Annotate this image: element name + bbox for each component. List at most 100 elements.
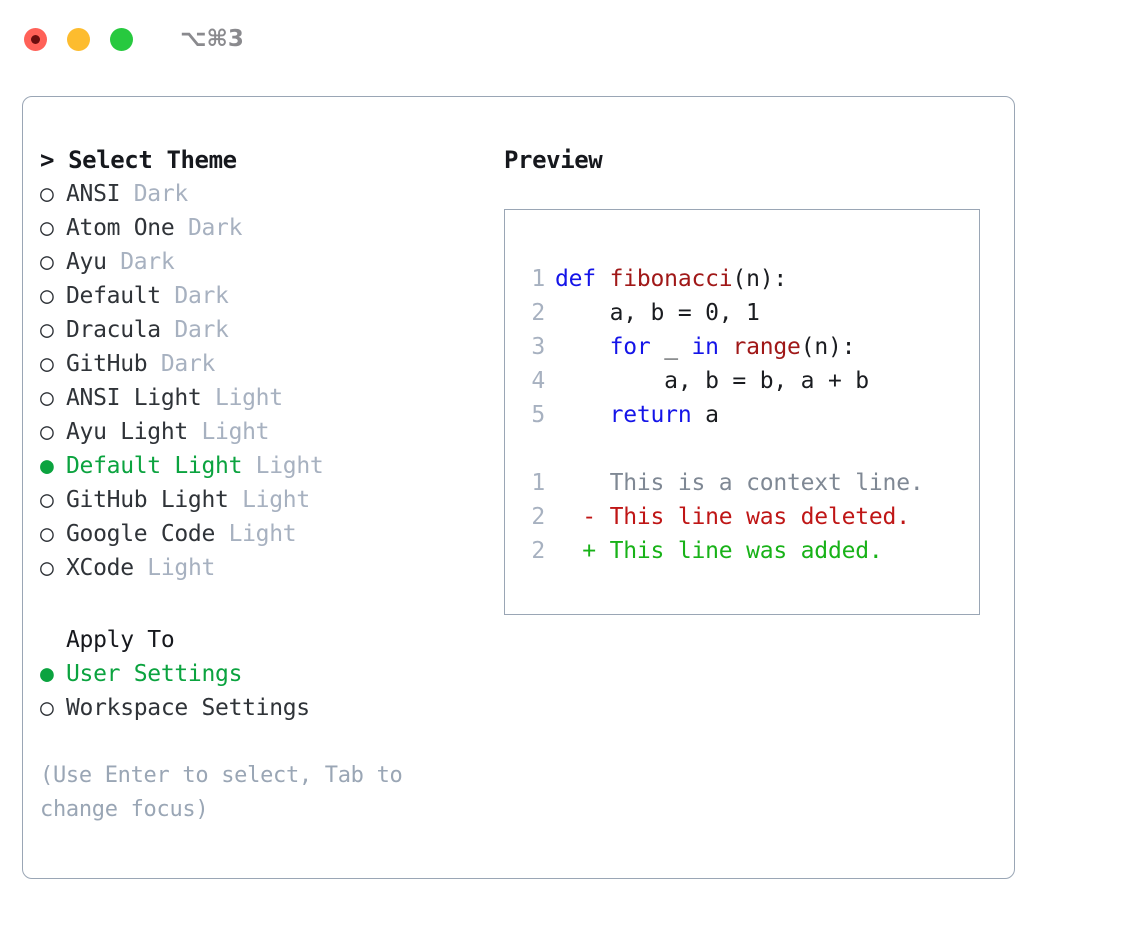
theme-option-atom-one[interactable]: ○ Atom One Dark — [40, 211, 493, 245]
theme-option-kind: Dark — [174, 215, 243, 241]
theme-option-label: Default — [66, 283, 161, 309]
theme-option-label: GitHub Light — [66, 487, 229, 513]
code-token: range — [732, 334, 801, 360]
recording-indicator-icon — [31, 34, 40, 44]
line-number: 2 — [531, 538, 545, 564]
spacer — [40, 585, 493, 623]
theme-option-kind: Light — [215, 521, 297, 547]
code-token: (n): — [732, 266, 788, 292]
theme-option-dracula[interactable]: ○ Dracula Dark — [40, 313, 493, 347]
radio-unselected-icon: ○ — [40, 283, 54, 309]
apply-to-heading: Apply To — [66, 627, 175, 653]
code-line: 5 return a — [519, 398, 979, 432]
apply-to-option-label: User Settings — [66, 661, 243, 687]
theme-option-kind: Dark — [160, 283, 229, 309]
keyboard-hint-text: (Use Enter to select, Tab to change focu… — [40, 763, 403, 822]
apply-to-option-workspace-settings[interactable]: ○Workspace Settings — [40, 691, 493, 725]
line-number: 5 — [531, 402, 545, 428]
theme-option-kind: Light — [187, 419, 270, 445]
theme-option-label: ANSI — [66, 181, 121, 207]
theme-option-list: ○ ANSI Dark ○ Atom One Dark ○ Ayu Dark ○ Defaul… — [40, 177, 493, 585]
code-token: (n): — [800, 334, 856, 360]
theme-option-ansi[interactable]: ○ANSI Dark — [40, 177, 493, 211]
theme-option-github-light[interactable]: ○ GitHub Light Light — [40, 483, 493, 517]
apply-to-option-user-settings[interactable]: ● User Settings — [40, 657, 493, 691]
radio-unselected-icon: ○ — [40, 249, 54, 275]
title-bar: ⌥⌘3 — [0, 0, 1140, 78]
line-number: 1 — [531, 266, 545, 292]
radio-selected-icon: ● — [40, 661, 54, 687]
theme-option-label: GitHub — [66, 351, 148, 377]
theme-option-label: Ayu — [66, 249, 107, 275]
code-token: _ — [650, 334, 692, 360]
theme-option-label: Dracula — [66, 317, 161, 343]
maximize-button[interactable] — [110, 27, 133, 51]
radio-unselected-icon: ○ — [40, 317, 54, 343]
theme-option-label: Ayu Light — [66, 419, 188, 445]
theme-option-ayu-light[interactable]: ○ Ayu Light Light — [40, 415, 493, 449]
radio-unselected-icon: ○ — [40, 385, 54, 411]
code-token: fibonacci — [609, 266, 733, 292]
theme-option-kind: Light — [133, 555, 216, 581]
theme-option-kind: Dark — [160, 317, 229, 343]
theme-option-label: Google Code — [66, 521, 216, 547]
close-button[interactable] — [24, 27, 47, 51]
diff-sample: 1 This is a context line.2 - This line w… — [519, 466, 979, 568]
theme-option-label: XCode — [66, 555, 134, 581]
theme-option-kind: Light — [242, 453, 324, 479]
diff-marker: - — [555, 504, 596, 530]
theme-option-label: ANSI Light — [66, 385, 202, 411]
diff-line: 2 - This line was deleted. — [519, 500, 979, 534]
radio-unselected-icon: ○ — [40, 351, 54, 377]
theme-option-default-light[interactable]: ●Default Light Light — [40, 449, 493, 483]
radio-unselected-icon: ○ — [40, 215, 54, 241]
radio-unselected-icon: ○ — [40, 555, 54, 581]
code-token: a, b = 0, 1 — [555, 300, 760, 326]
code-token: return — [609, 402, 692, 428]
code-token — [719, 334, 733, 360]
code-line: 2 a, b = 0, 1 — [519, 296, 979, 330]
theme-option-ayu[interactable]: ○Ayu Dark — [40, 245, 493, 279]
preview-heading: Preview — [504, 146, 603, 174]
theme-option-google-code[interactable]: ○ Google Code Light — [40, 517, 493, 551]
radio-unselected-icon: ○ — [40, 419, 54, 445]
diff-text: This line was deleted. — [595, 504, 910, 530]
theme-list-pane: > Select Theme ○ANSI Dark○Atom One Dark○… — [23, 143, 493, 878]
minimize-button[interactable] — [67, 27, 90, 51]
spacer — [519, 432, 979, 466]
code-token: a, b = b, a + b — [555, 368, 869, 394]
line-number: 3 — [531, 334, 545, 360]
diff-marker: + — [555, 538, 596, 564]
code-line: 1 def fibonacci(n): — [519, 262, 979, 296]
radio-unselected-icon: ○ — [40, 487, 54, 513]
line-number: 1 — [531, 470, 545, 496]
theme-option-label: Atom One — [66, 215, 175, 241]
code-token: in — [691, 334, 719, 360]
diff-line: 1 This is a context line. — [519, 466, 979, 500]
code-token: for — [609, 334, 651, 360]
theme-selector-card: > Select Theme ○ANSI Dark○Atom One Dark○… — [22, 96, 1015, 879]
theme-option-default[interactable]: ○ Default Dark — [40, 279, 493, 313]
line-number: 2 — [531, 300, 545, 326]
radio-unselected-icon: ○ — [40, 695, 54, 721]
theme-option-kind: Dark — [147, 351, 216, 377]
theme-option-ansi-light[interactable]: ○ANSI Light Light — [40, 381, 493, 415]
diff-marker — [555, 470, 596, 496]
theme-option-xcode[interactable]: ○ XCode Light — [40, 551, 493, 585]
code-token: def — [555, 266, 610, 292]
diff-text: This line was added. — [595, 538, 883, 564]
line-number: 4 — [531, 368, 545, 394]
radio-unselected-icon: ○ — [40, 521, 54, 547]
theme-option-kind: Light — [228, 487, 310, 513]
traffic-light-group — [24, 27, 133, 51]
code-token: a — [691, 402, 719, 428]
window-title: ⌥⌘3 — [180, 26, 244, 52]
code-line: 4 a, b = b, a + b — [519, 364, 979, 398]
code-token — [555, 402, 610, 428]
radio-unselected-icon: ○ — [40, 181, 54, 207]
theme-option-github[interactable]: ○ GitHub Dark — [40, 347, 493, 381]
